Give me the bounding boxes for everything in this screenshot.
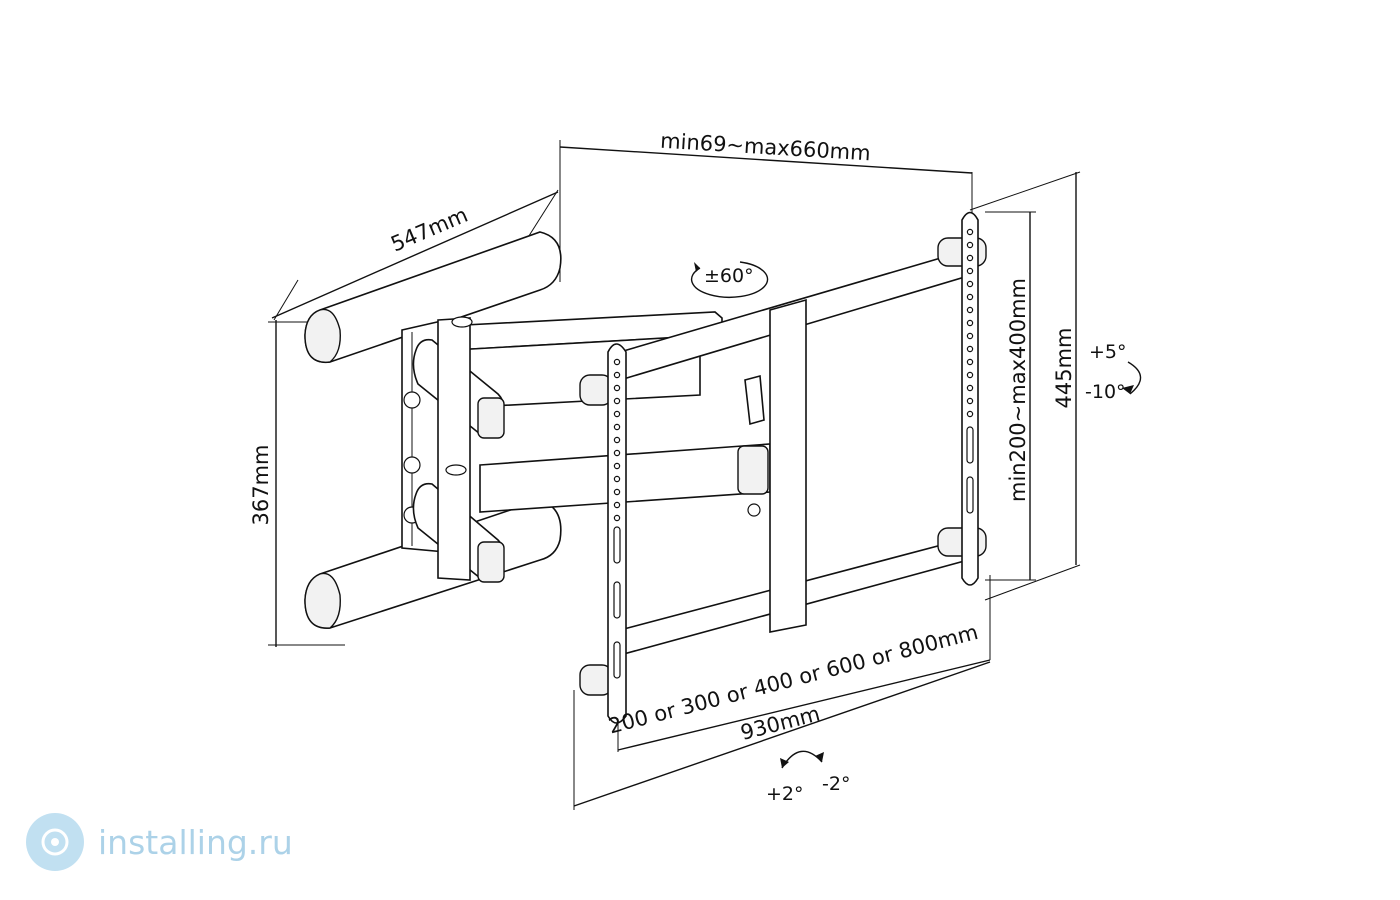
vesa-hole — [613, 384, 621, 392]
vesa-hole — [966, 410, 974, 418]
vesa-slot — [613, 641, 621, 679]
vesa-slot — [613, 581, 621, 619]
vesa-hole — [966, 358, 974, 366]
vesa-hole — [966, 345, 974, 353]
vesa-slot — [613, 526, 621, 564]
vesa-hole — [966, 306, 974, 314]
vesa-hole — [613, 462, 621, 470]
label-wall-plate-height: 367mm — [249, 445, 273, 526]
vesa-hole — [613, 397, 621, 405]
vesa-slot — [966, 426, 974, 464]
vesa-hole — [966, 280, 974, 288]
tv-bracket — [579, 211, 987, 724]
wall-plate — [304, 231, 562, 629]
label-total-width: 930mm — [738, 701, 822, 745]
vesa-hole — [966, 293, 974, 301]
dimension-lines — [268, 140, 1081, 810]
vesa-hole — [966, 254, 974, 262]
vesa-hole — [966, 332, 974, 340]
vesa-hole — [613, 501, 621, 509]
tilt-arrow — [1122, 361, 1142, 395]
vesa-hole — [613, 436, 621, 444]
vesa-holes-right — [966, 228, 974, 514]
vesa-hole — [613, 449, 621, 457]
vesa-hole — [613, 475, 621, 483]
watermark-logo-icon — [26, 813, 84, 871]
vesa-hole — [613, 423, 621, 431]
vesa-holes-left — [613, 358, 621, 679]
watermark: installing.ru — [26, 808, 316, 876]
vesa-hole — [613, 371, 621, 379]
vesa-hole — [613, 358, 621, 366]
vesa-hole — [966, 267, 974, 275]
roll-arrow — [780, 750, 824, 769]
vesa-hole — [966, 371, 974, 379]
watermark-text: installing.ru — [98, 822, 293, 862]
vesa-hole — [966, 384, 974, 392]
label-tilt-up: +5° — [1089, 341, 1127, 363]
label-bracket-height: 445mm — [1052, 328, 1076, 409]
label-vesa-vertical: min200~max400mm — [1006, 278, 1030, 502]
vesa-hole — [966, 397, 974, 405]
label-swivel: ±60° — [704, 265, 754, 287]
arms — [412, 311, 771, 583]
vesa-hole — [613, 514, 621, 522]
label-roll-plus: +2° — [766, 783, 804, 805]
vesa-hole — [966, 241, 974, 249]
vesa-slot — [966, 476, 974, 514]
swivel-arrow — [690, 261, 769, 298]
vesa-hole — [966, 319, 974, 327]
vesa-hole — [613, 488, 621, 496]
vesa-hole — [966, 228, 974, 236]
vesa-hole — [613, 410, 621, 418]
label-roll-minus: -2° — [822, 773, 850, 795]
label-tilt-down: -10° — [1085, 381, 1126, 403]
